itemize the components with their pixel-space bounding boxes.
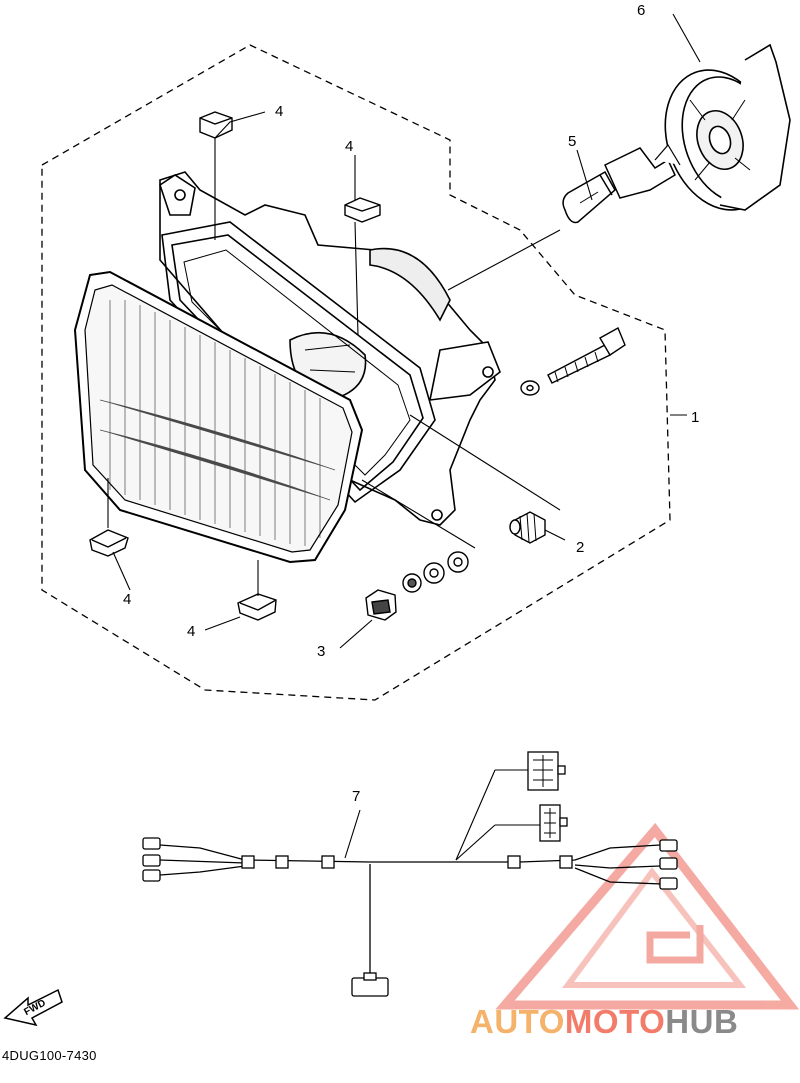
callout-clip-bottom-center: 4 <box>187 623 195 640</box>
halogen-bulb <box>562 143 681 224</box>
clip-top-left <box>199 111 233 139</box>
callout-clip-bottom-left: 4 <box>123 591 131 608</box>
fwd-arrow-icon <box>3 988 63 1027</box>
clip-top-center <box>344 197 381 223</box>
callout-assembly: 1 <box>691 409 699 426</box>
callout-clip-top-center: 4 <box>345 138 353 155</box>
clip-bottom-center <box>237 593 277 621</box>
headlight-housing <box>159 171 501 526</box>
clip-bottom-left <box>89 529 129 557</box>
callout-socket-2: 2 <box>576 539 584 556</box>
part-code: 4DUG100-7430 <box>2 1048 97 1063</box>
watermark-text: AUTOMOTOHUB <box>470 1003 738 1041</box>
watermark-logo <box>495 822 800 1010</box>
watermark-hub: HUB <box>665 1003 739 1040</box>
callout-harness: 7 <box>352 788 360 805</box>
washer <box>520 380 540 396</box>
callout-socket-3: 3 <box>317 643 325 660</box>
assembly-boundary <box>41 44 671 701</box>
leader-lines <box>107 13 701 861</box>
adjusting-screw <box>547 327 626 384</box>
callout-clip-top-left: 4 <box>275 103 283 120</box>
callout-bulb-cover: 6 <box>637 2 645 19</box>
socket-2 <box>509 511 546 544</box>
watermark-moto: MOTO <box>564 1003 666 1040</box>
wiring-harness <box>142 751 678 997</box>
socket-3 <box>365 589 397 621</box>
headlight-lens <box>73 270 364 564</box>
watermark-auto: AUTO <box>470 1003 565 1040</box>
bulb-cover <box>664 43 791 211</box>
callout-bulb: 5 <box>568 133 576 150</box>
grommets <box>402 551 469 593</box>
